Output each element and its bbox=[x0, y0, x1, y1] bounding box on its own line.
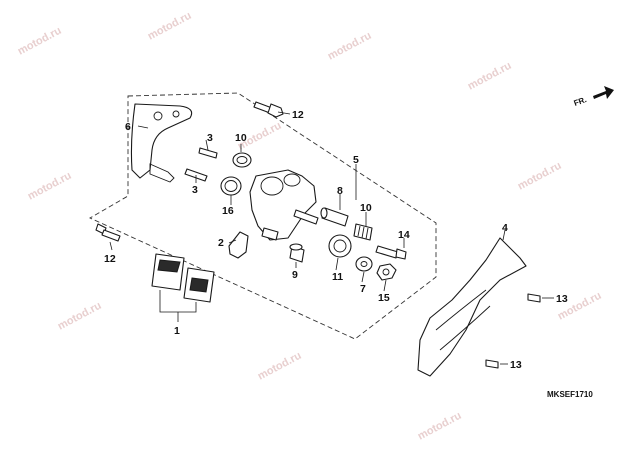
callout-10b: 10 bbox=[360, 202, 372, 214]
callout-13: 13 bbox=[556, 293, 568, 305]
part-sleeve bbox=[320, 207, 349, 227]
callout-6: 6 bbox=[125, 121, 131, 133]
callout-10: 10 bbox=[235, 132, 247, 144]
callout-labels: 1 2 3 3 4 5 6 7 8 9 10 10 11 12 12 13 13… bbox=[104, 109, 568, 371]
watermark: motod.ru bbox=[26, 170, 74, 203]
callout-12: 12 bbox=[292, 109, 304, 121]
callout-13b: 13 bbox=[510, 359, 522, 371]
callout-2: 2 bbox=[218, 237, 224, 249]
callout-8: 8 bbox=[337, 185, 343, 197]
callout-4: 4 bbox=[502, 222, 508, 234]
watermark: motod.ru bbox=[466, 60, 514, 93]
part-seal-lower bbox=[353, 223, 373, 241]
watermark: motod.ru bbox=[516, 160, 564, 193]
callout-16: 16 bbox=[222, 205, 234, 217]
callout-5: 5 bbox=[353, 154, 359, 166]
part-bracket bbox=[130, 103, 193, 183]
callout-14: 14 bbox=[398, 229, 410, 241]
watermark: motod.ru bbox=[326, 30, 374, 63]
part-bolt-lower bbox=[95, 223, 121, 242]
front-label: FR. bbox=[573, 95, 588, 108]
callout-3: 3 bbox=[207, 132, 213, 144]
watermark: motod.ru bbox=[256, 350, 304, 383]
part-disc-guard bbox=[417, 237, 527, 377]
part-caliper-body bbox=[249, 169, 319, 241]
front-direction-marker: FR. bbox=[573, 86, 614, 108]
part-bolt-14 bbox=[375, 245, 407, 260]
part-ring bbox=[220, 176, 242, 196]
callout-7: 7 bbox=[360, 283, 366, 295]
front-arrow-icon bbox=[593, 86, 614, 99]
part-nut bbox=[376, 263, 397, 281]
assembly-boundary bbox=[89, 92, 437, 340]
part-seal-upper bbox=[232, 152, 252, 168]
part-screws bbox=[485, 293, 541, 369]
part-brake-pads bbox=[151, 253, 215, 303]
part-pad-spring bbox=[228, 231, 249, 259]
callout-15: 15 bbox=[378, 292, 390, 304]
part-pins bbox=[184, 147, 218, 182]
leader-lines bbox=[109, 111, 554, 365]
part-washer bbox=[355, 256, 373, 272]
part-bearing bbox=[328, 234, 352, 258]
watermark: motod.ru bbox=[56, 300, 104, 333]
part-pin-9 bbox=[289, 243, 305, 263]
callout-11: 11 bbox=[332, 271, 343, 283]
watermark: motod.ru bbox=[16, 25, 64, 58]
callout-12b: 12 bbox=[104, 253, 116, 265]
watermark: motod.ru bbox=[416, 410, 464, 443]
callout-1: 1 bbox=[174, 325, 180, 337]
watermark: motod.ru bbox=[146, 10, 194, 43]
part-bolt-top bbox=[253, 101, 284, 118]
diagram-code: MKSEF1710 bbox=[547, 390, 593, 399]
watermark-layer: motod.ru motod.ru motod.ru motod.ru moto… bbox=[16, 10, 604, 443]
callout-9: 9 bbox=[292, 269, 298, 281]
callout-3b: 3 bbox=[192, 184, 198, 196]
